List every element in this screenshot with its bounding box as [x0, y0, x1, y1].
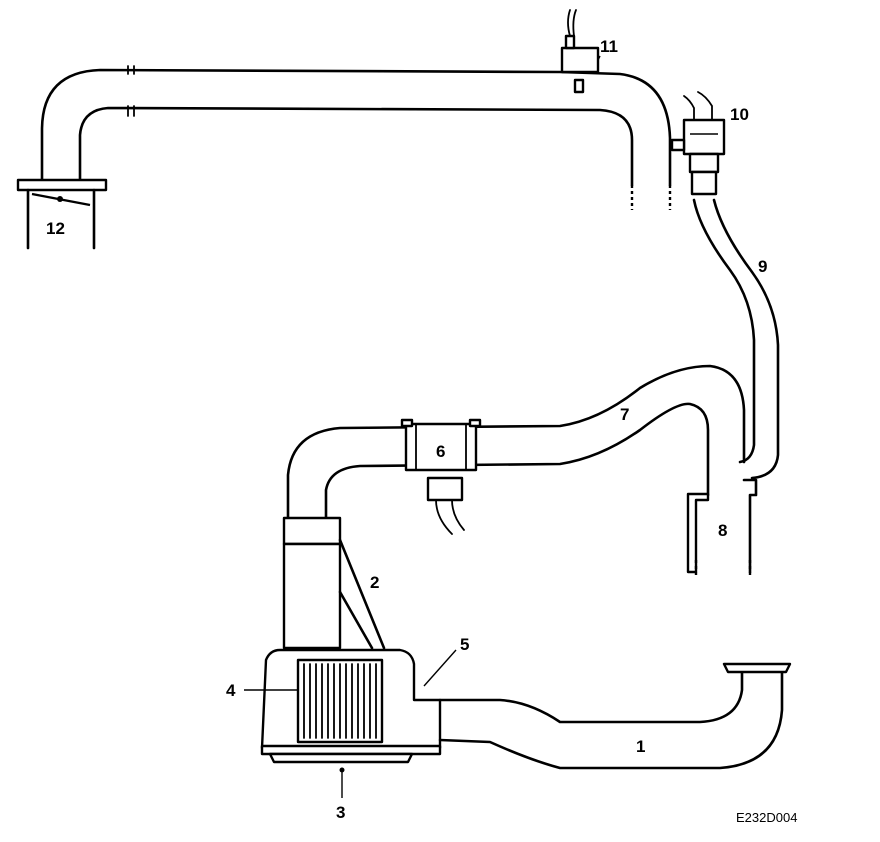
- reference-code: E232D004: [736, 810, 797, 825]
- connection-8: [686, 478, 758, 578]
- label-3: 3: [336, 803, 345, 822]
- label-12: 12: [46, 219, 65, 238]
- label-7: 7: [620, 405, 629, 424]
- lower-inlet-pipe: [438, 662, 792, 770]
- label-9: 9: [758, 257, 767, 276]
- label-5: 5: [460, 635, 469, 654]
- label-11: 11: [600, 37, 618, 56]
- label-10: 10: [730, 105, 749, 124]
- throttle-body: [16, 178, 108, 250]
- upper-intake-pipe: [40, 65, 672, 210]
- label-4: 4: [226, 681, 236, 700]
- leader-lines: [244, 55, 601, 798]
- label-8: 8: [718, 521, 727, 540]
- sensor-11: [560, 9, 600, 94]
- air-filter-housing: [260, 516, 442, 773]
- part-labels: 1 2 3 4 5 6 7 8 9 10 11 12 E232D004: [46, 37, 797, 825]
- valve-10: [670, 91, 726, 196]
- middle-intake-pipe: [286, 364, 746, 535]
- throttle-spindle: [57, 196, 63, 202]
- label-6: 6: [436, 442, 445, 461]
- filter-pleats: [303, 663, 377, 739]
- hose-9: [692, 198, 780, 480]
- label-1: 1: [636, 737, 645, 756]
- label-2: 2: [370, 573, 379, 592]
